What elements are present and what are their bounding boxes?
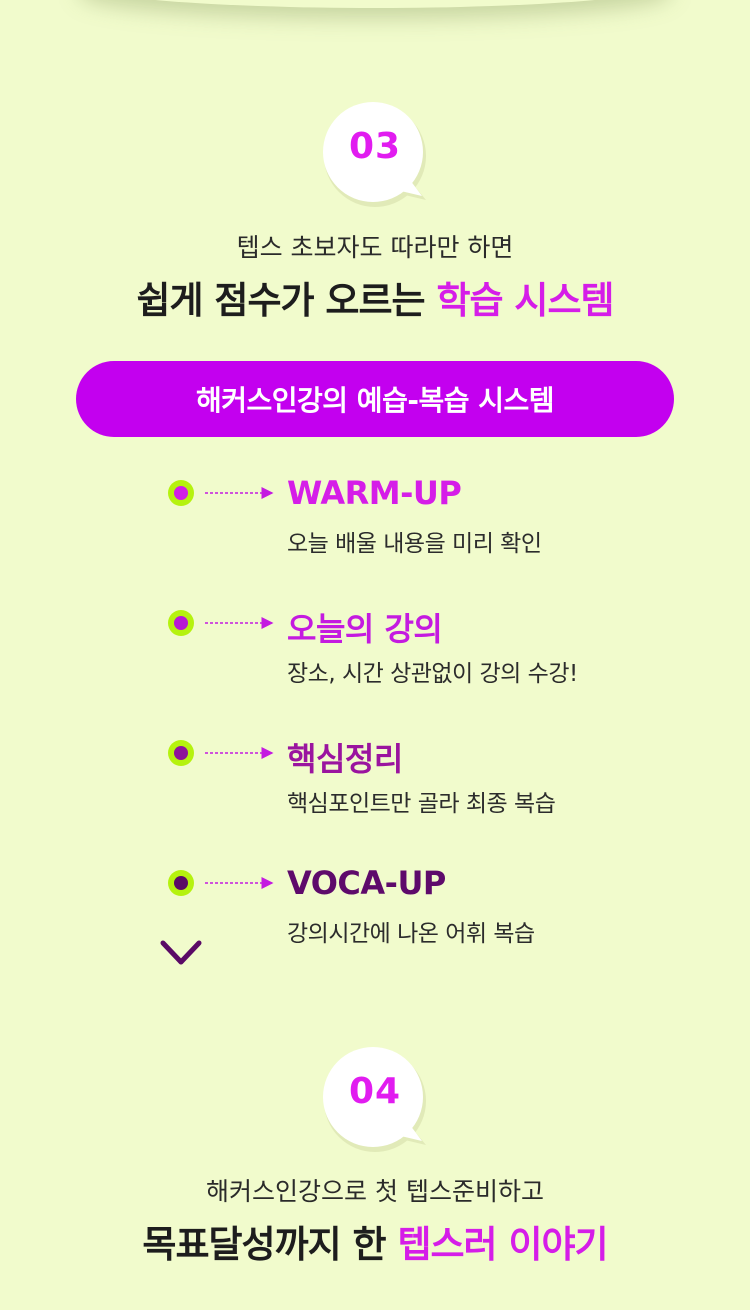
step-number: 03 (348, 126, 402, 167)
system-pill-banner: 해커스인강의 예습-복습 시스템 (76, 361, 674, 437)
step-number-bubble-03: 03 (322, 100, 428, 216)
step-2-title: 오늘의 강의 (287, 610, 443, 648)
headline-text: 목표달성까지 한 (142, 1223, 398, 1266)
step-number: 04 (348, 1071, 402, 1112)
section-headline: 쉽게 점수가 오르는 학습 시스템 (0, 270, 750, 324)
timeline-step-4-marker (168, 870, 274, 896)
speech-bubble-icon (323, 102, 426, 207)
step-1-title: WARM-UP (287, 474, 462, 512)
step-4-title: VOCA-UP (287, 864, 446, 902)
timeline-graphic (160, 480, 274, 965)
speech-bubble-icon (323, 1047, 426, 1152)
section-headline: 목표달성까지 한 텝스러 이야기 (0, 1214, 750, 1268)
timeline-step-3-marker (168, 740, 274, 766)
headline-accent: 텝스러 이야기 (397, 1223, 608, 1266)
top-card-shadow (80, 0, 670, 8)
headline-text: 쉽게 점수가 오르는 (136, 279, 437, 322)
section-subtitle: 해커스인강으로 첫 텝스준비하고 (206, 1177, 544, 1206)
step-3-title: 핵심정리 (287, 740, 403, 778)
step-3-description: 핵심포인트만 골라 최종 복습 (287, 791, 556, 817)
timeline-step-1-marker (168, 480, 274, 506)
step-4-description: 강의시간에 나온 어휘 복습 (287, 921, 535, 947)
timeline-step-2-marker (168, 610, 274, 636)
step-2-description: 장소, 시간 상관없이 강의 수강! (287, 661, 578, 687)
section-subtitle: 텝스 초보자도 따라만 하면 (236, 233, 514, 262)
timeline-arrow-icon (160, 940, 202, 965)
step-number-bubble-04: 04 (322, 1045, 428, 1161)
headline-accent: 학습 시스템 (436, 279, 614, 322)
system-pill-label: 해커스인강의 예습-복습 시스템 (196, 384, 555, 417)
step-1-description: 오늘 배울 내용을 미리 확인 (287, 531, 542, 557)
